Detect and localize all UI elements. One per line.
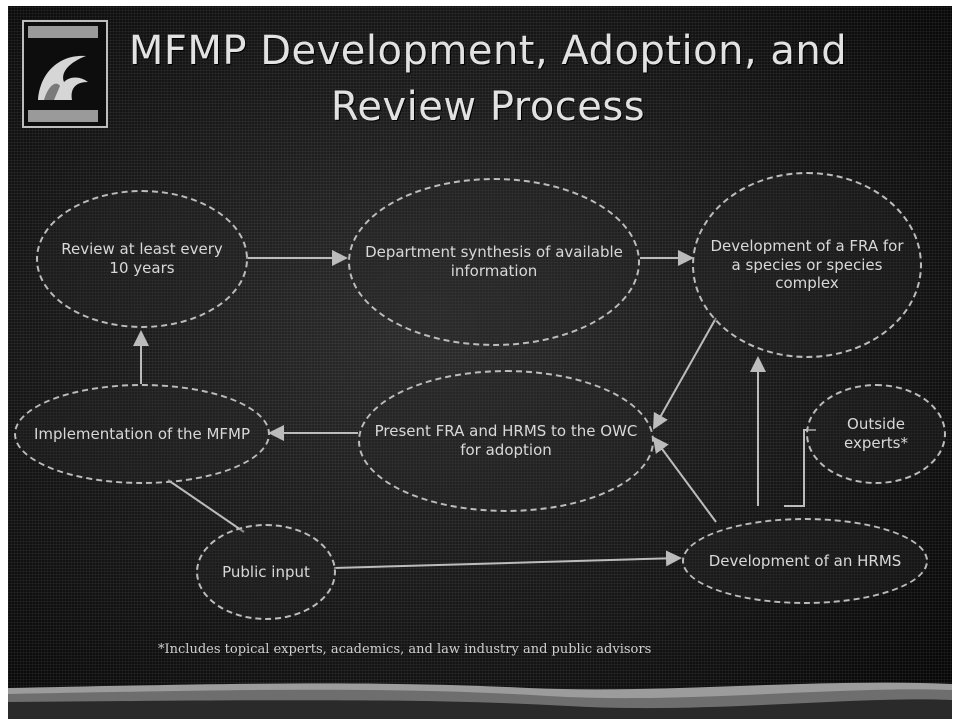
node-implementation: Implementation of the MFMP (14, 384, 270, 484)
bottom-wave-band (8, 682, 952, 719)
node-synthesis: Department synthesis of available inform… (348, 178, 640, 346)
logo-top-band (28, 26, 98, 38)
flow-arrows (133, 250, 816, 569)
node-implementation-label: Implementation of the MFMP (33, 424, 251, 443)
slide: MFMP Development, Adoption, and Review P… (8, 6, 952, 719)
node-synthesis-label: Department synthesis of available inform… (365, 243, 623, 280)
arrow-hrms-to-present (652, 436, 717, 523)
logo-bottom-band (28, 110, 98, 122)
slide-title-line-1: MFMP Development, Adoption, and (128, 28, 848, 74)
node-outside-experts-label: Outside experts* (844, 415, 908, 452)
node-public-input: Public input (196, 524, 336, 620)
footnote: *Includes topical experts, academics, an… (158, 642, 652, 657)
node-outside-experts: Outside experts* (806, 384, 946, 484)
node-hrms: Development of an HRMS (682, 518, 928, 604)
wave-icon (38, 55, 88, 100)
arrow-fra-to-present (653, 317, 717, 430)
node-review-label: Review at least every 10 years (61, 240, 223, 277)
connector-implementation-public (167, 479, 245, 533)
node-fra: Development of a FRA for a species or sp… (692, 172, 922, 358)
node-hrms-label: Development of an HRMS (708, 551, 902, 570)
logo (22, 20, 108, 128)
node-public-input-label: Public input (222, 562, 310, 581)
node-present: Present FRA and HRMS to the OWC for adop… (358, 370, 654, 512)
node-review: Review at least every 10 years (36, 190, 248, 328)
arrow-public-to-hrms (333, 550, 682, 569)
node-present-label: Present FRA and HRMS to the OWC for adop… (374, 422, 638, 459)
node-fra-label: Development of a FRA for a species or sp… (710, 236, 904, 293)
slide-title-line-2: Review Process (330, 84, 646, 130)
